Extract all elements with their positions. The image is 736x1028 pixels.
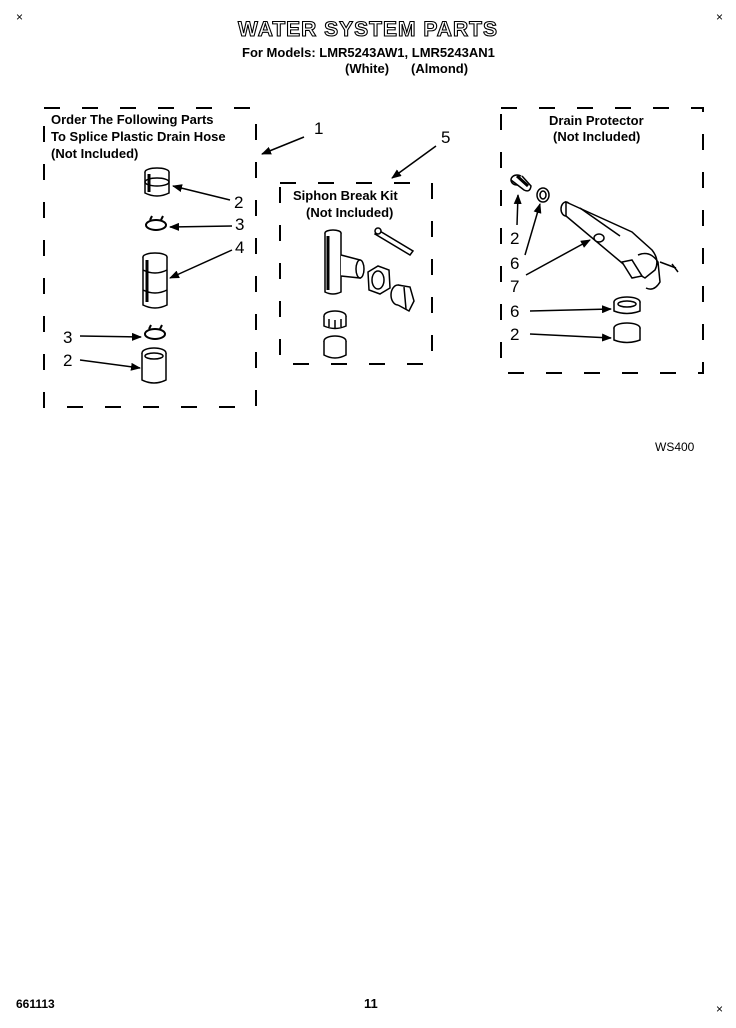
callout-left-3b: 3 bbox=[63, 328, 73, 347]
callout-right-6b: 6 bbox=[510, 302, 520, 321]
left-clamp-ring-top bbox=[145, 215, 167, 231]
drain-box-line1: Drain Protector bbox=[549, 113, 644, 128]
siphon-collar bbox=[323, 310, 347, 330]
variant-almond: (Almond) bbox=[411, 61, 469, 76]
left-leaders bbox=[79, 136, 305, 371]
callout-right-7: 7 bbox=[510, 277, 520, 296]
corner-mark-bottom-right: × bbox=[716, 1002, 724, 1016]
callout-right-2b: 2 bbox=[510, 325, 520, 344]
callout-1: 1 bbox=[314, 119, 324, 138]
callout-left-4: 4 bbox=[235, 238, 245, 257]
siphon-box-line1: Siphon Break Kit bbox=[293, 188, 398, 203]
drain-cap-large bbox=[613, 322, 641, 344]
siphon-nut bbox=[367, 265, 391, 295]
callout-right-2a: 2 bbox=[510, 229, 520, 248]
drain-cap-small bbox=[510, 174, 532, 192]
left-box-line2: To Splice Plastic Drain Hose bbox=[51, 129, 226, 144]
siphon-pin bbox=[373, 227, 415, 256]
doc-code: 661113 bbox=[16, 997, 55, 1011]
left-long-connector bbox=[142, 252, 168, 309]
left-clamp-ring-bottom bbox=[144, 324, 166, 340]
left-parts-box bbox=[43, 107, 257, 408]
callout-right-6a: 6 bbox=[510, 254, 520, 273]
callout-5: 5 bbox=[441, 128, 451, 147]
callout-left-2b: 2 bbox=[63, 351, 73, 370]
drain-box-line2: (Not Included) bbox=[553, 129, 641, 144]
right-leaders bbox=[513, 194, 612, 342]
middle-leader bbox=[391, 145, 437, 179]
siphon-tee bbox=[324, 229, 365, 295]
left-box-line3: (Not Included) bbox=[51, 146, 139, 161]
page-title: WATER SYSTEM PARTS bbox=[237, 17, 498, 41]
drain-protector-box bbox=[500, 107, 704, 374]
left-connector-top bbox=[144, 167, 170, 197]
drain-ring-large bbox=[613, 296, 641, 315]
corner-mark-top-left: × bbox=[16, 10, 24, 24]
callout-left-2a: 2 bbox=[234, 193, 244, 212]
models-line: For Models: LMR5243AW1, LMR5243AN1 bbox=[242, 45, 495, 60]
siphon-cap bbox=[323, 335, 347, 359]
left-connector-bottom bbox=[141, 347, 167, 384]
diagram-code: WS400 bbox=[655, 440, 695, 454]
variant-white: (White) bbox=[345, 61, 390, 76]
drain-protector-body bbox=[560, 200, 679, 290]
siphon-kit-box bbox=[279, 182, 433, 365]
page-number: 11 bbox=[364, 996, 378, 1011]
corner-mark-top-right: × bbox=[716, 10, 724, 24]
drain-ring-small bbox=[536, 187, 550, 203]
callout-left-3a: 3 bbox=[235, 215, 245, 234]
siphon-fitting bbox=[390, 284, 415, 313]
siphon-box-line2: (Not Included) bbox=[306, 205, 394, 220]
left-box-line1: Order The Following Parts bbox=[51, 112, 214, 127]
